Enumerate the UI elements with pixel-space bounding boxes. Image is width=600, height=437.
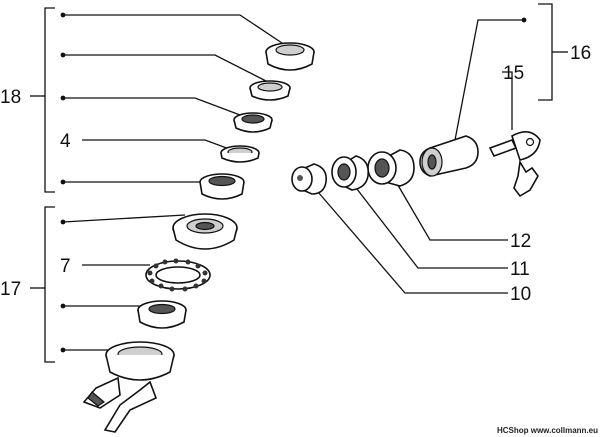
part-lower-cup-18 — [199, 173, 245, 200]
part-10-cap — [291, 163, 328, 195]
part-lower-race-17 — [137, 300, 187, 329]
part-7-ball-race — [145, 258, 211, 292]
part-upper-ring — [249, 80, 291, 101]
label-15: 15 — [503, 63, 524, 84]
label-16: 16 — [570, 43, 591, 64]
part-steering-column-base — [82, 341, 175, 433]
label-17: 17 — [0, 279, 21, 300]
right-leaders — [311, 17, 527, 294]
bracket-18 — [30, 7, 55, 193]
label-7: 7 — [60, 256, 71, 277]
part-11-sleeve — [331, 155, 370, 191]
label-12: 12 — [510, 231, 531, 252]
bracket-17 — [30, 206, 55, 363]
watermark-text: HCShop www.collmann.eu — [497, 426, 598, 435]
part-cylinder-barrel — [419, 135, 479, 177]
label-11: 11 — [510, 259, 530, 280]
left-leaders — [60, 12, 286, 353]
label-10: 10 — [510, 284, 531, 305]
part-15-key — [488, 131, 541, 198]
part-upper-race — [233, 112, 273, 133]
label-4: 4 — [60, 131, 71, 152]
part-upper-cup — [265, 42, 315, 71]
part-large-bearing-plate — [172, 213, 238, 250]
part-4-washer — [220, 145, 260, 163]
part-12-bushing — [367, 149, 415, 187]
label-18: 18 — [0, 87, 21, 108]
bracket-16 — [538, 3, 568, 101]
